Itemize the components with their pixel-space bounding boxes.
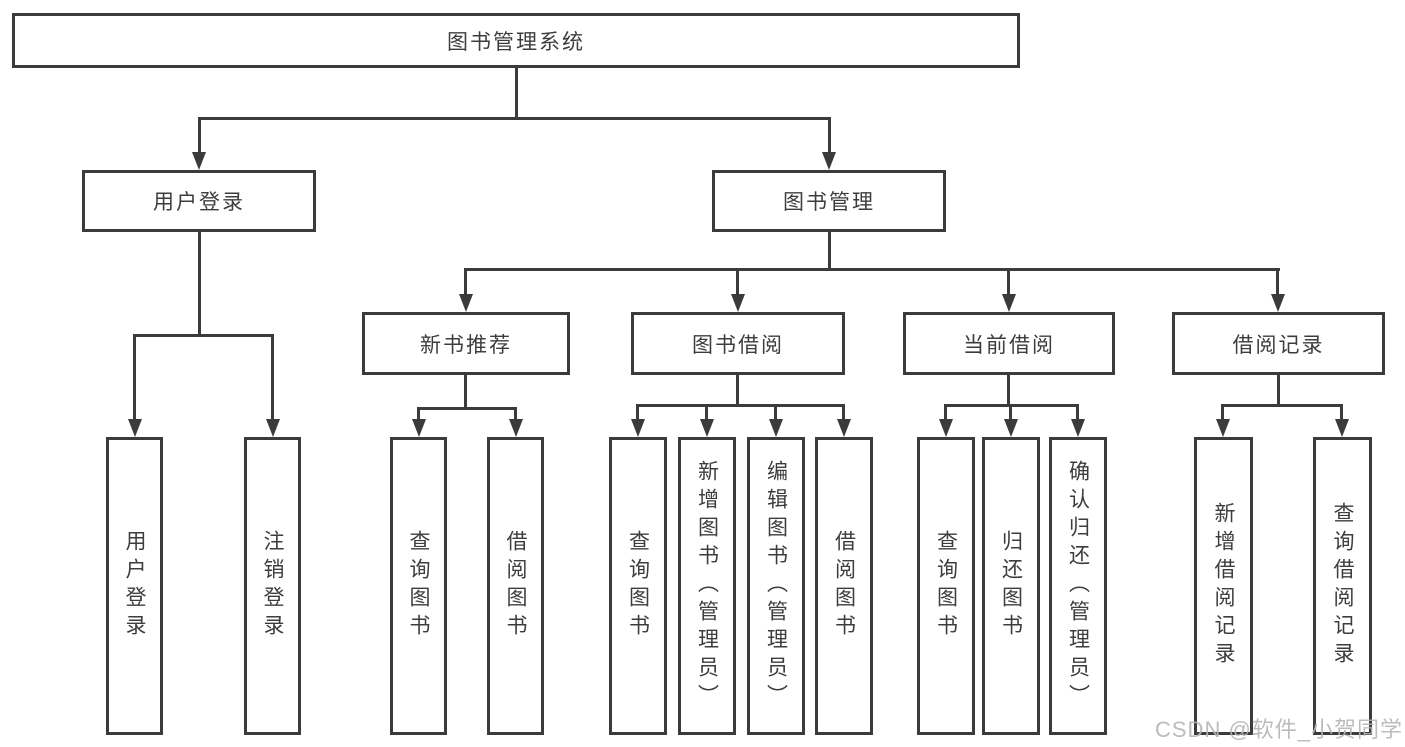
node-label: 图书借阅 xyxy=(692,333,784,357)
arrowhead-down-icon xyxy=(1216,419,1230,437)
connector-borrowing-vline xyxy=(736,375,739,406)
connector-recommend-hline xyxy=(417,407,517,410)
arrowhead-down-icon xyxy=(1071,419,1085,437)
connector-current-vline xyxy=(1007,375,1010,406)
connector-root-vline xyxy=(515,68,518,118)
arrowhead-down-icon xyxy=(769,419,783,437)
node-label: 注销登录 xyxy=(261,530,284,642)
leaf-logout: 注销登录 xyxy=(244,437,301,735)
arrowhead-down-icon xyxy=(1335,419,1349,437)
connector-stub-leaf xyxy=(944,404,947,421)
connector-stub-leaf xyxy=(133,334,136,421)
connector-stub-borrowing xyxy=(736,268,739,296)
node-label: 查询借阅记录 xyxy=(1331,502,1354,670)
connector-stub-user-login xyxy=(198,117,201,154)
connector-user-login-hline xyxy=(133,334,274,337)
connector-stub-leaf xyxy=(1221,404,1224,421)
watermark: CSDN @软件_小贺同学 xyxy=(1155,717,1404,742)
connector-stub-leaf xyxy=(1340,404,1343,421)
connector-stub-leaf xyxy=(705,404,708,421)
arrowhead-down-icon xyxy=(128,419,142,437)
leaf-current-query-books: 查询图书 xyxy=(917,437,975,735)
connector-stub-leaf xyxy=(774,404,777,421)
node-label: 归还图书 xyxy=(999,530,1023,642)
connector-stub-leaf xyxy=(842,404,845,421)
leaf-borrow-add-books-admin: 新增图书（管理员） xyxy=(678,437,736,735)
node-library-management-system: 图书管理系统 xyxy=(12,13,1020,68)
connector-stub-records xyxy=(1276,268,1279,296)
connector-stub-leaf xyxy=(514,407,517,421)
node-label: 新增图书（管理员） xyxy=(695,460,719,712)
arrowhead-down-icon xyxy=(939,419,953,437)
connector-recommend-vline xyxy=(464,375,467,409)
arrowhead-down-icon xyxy=(731,294,745,312)
connector-stub-leaf xyxy=(636,404,639,421)
arrowhead-down-icon xyxy=(509,419,523,437)
node-label: 借阅图书 xyxy=(832,530,856,642)
connector-stub-leaf xyxy=(1076,404,1079,421)
node-label: 新增借阅记录 xyxy=(1212,502,1235,670)
node-label: 用户登录 xyxy=(153,191,245,214)
arrowhead-down-icon xyxy=(700,419,714,437)
node-label: 图书管理 xyxy=(783,191,875,214)
node-label: 图书管理系统 xyxy=(447,30,585,54)
arrowhead-down-icon xyxy=(412,419,426,437)
node-user-login: 用户登录 xyxy=(82,170,316,232)
arrowhead-down-icon xyxy=(631,419,645,437)
arrowhead-down-icon xyxy=(192,152,206,170)
leaf-current-confirm-return-admin: 确认归还（管理员） xyxy=(1049,437,1107,735)
arrowhead-down-icon xyxy=(1004,419,1018,437)
node-label: 当前借阅 xyxy=(963,333,1055,357)
node-borrowing-records: 借阅记录 xyxy=(1172,312,1385,375)
node-label: 编辑图书（管理员） xyxy=(764,460,788,712)
leaf-records-add-record: 新增借阅记录 xyxy=(1194,437,1253,735)
connector-level3-hline xyxy=(464,268,1280,271)
connector-stub-recommend xyxy=(464,268,467,296)
connector-stub-leaf xyxy=(271,334,274,421)
connector-user-login-vline xyxy=(198,232,201,336)
connector-records-hline xyxy=(1221,404,1343,407)
leaf-borrow-query-books: 查询图书 xyxy=(609,437,667,735)
leaf-recommend-borrow-books: 借阅图书 xyxy=(487,437,544,735)
node-label: 确认归还（管理员） xyxy=(1066,460,1090,712)
connector-stub-current xyxy=(1007,268,1010,296)
node-label: 借阅图书 xyxy=(504,530,527,642)
leaf-records-query-record: 查询借阅记录 xyxy=(1313,437,1372,735)
node-book-management: 图书管理 xyxy=(712,170,946,232)
node-book-borrowing: 图书借阅 xyxy=(631,312,845,375)
connector-stub-leaf xyxy=(1009,404,1012,421)
leaf-recommend-query-books: 查询图书 xyxy=(390,437,447,735)
connector-stub-leaf xyxy=(417,407,420,421)
connector-borrowing-hline xyxy=(636,404,845,407)
connector-book-management-vline xyxy=(828,232,831,270)
node-label: 查询图书 xyxy=(934,530,958,642)
node-label: 借阅记录 xyxy=(1232,333,1325,357)
arrowhead-down-icon xyxy=(837,419,851,437)
connector-stub-book-management xyxy=(828,117,831,154)
arrowhead-down-icon xyxy=(1271,294,1285,312)
node-label: 新书推荐 xyxy=(420,333,512,357)
node-label: 查询图书 xyxy=(626,530,650,642)
leaf-borrow-borrow-books: 借阅图书 xyxy=(815,437,873,735)
connector-level2-hline xyxy=(198,117,831,120)
leaf-user-login: 用户登录 xyxy=(106,437,163,735)
arrowhead-down-icon xyxy=(459,294,473,312)
connector-records-vline xyxy=(1277,375,1280,406)
node-label: 用户登录 xyxy=(123,530,146,642)
arrowhead-down-icon xyxy=(822,152,836,170)
node-label: 查询图书 xyxy=(407,530,430,642)
arrowhead-down-icon xyxy=(1002,294,1016,312)
node-new-book-recommend: 新书推荐 xyxy=(362,312,570,375)
arrowhead-down-icon xyxy=(266,419,280,437)
leaf-borrow-edit-books-admin: 编辑图书（管理员） xyxy=(747,437,805,735)
leaf-current-return-books: 归还图书 xyxy=(982,437,1040,735)
node-current-borrowing: 当前借阅 xyxy=(903,312,1115,375)
